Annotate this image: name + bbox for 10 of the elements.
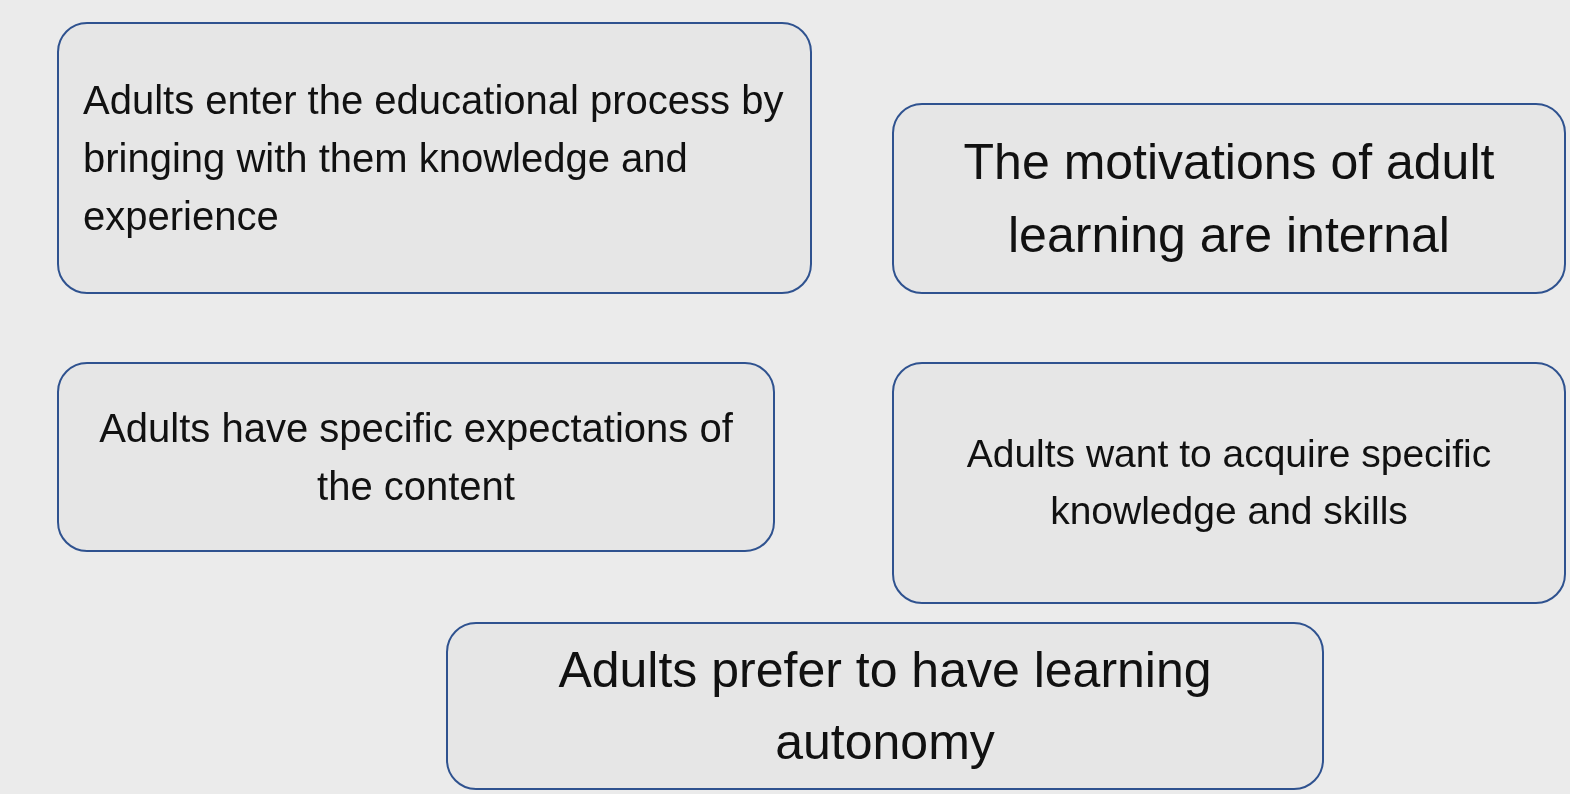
box-text: Adults want to acquire specific knowledge and skills [965,431,1493,534]
box-text: The motivations of adult learning are internal [962,133,1496,265]
box-text: Adults enter the educational process by bringing with them knowledge and experience [83,77,785,240]
box-text: Adults have specific expectations of the content [98,405,734,510]
rounded-box [892,103,1566,294]
rounded-box [57,362,775,552]
box-text: Adults prefer to have learning autonomy [557,640,1213,772]
rounded-box [892,362,1566,604]
rounded-box [446,622,1324,790]
rounded-box [57,22,812,294]
